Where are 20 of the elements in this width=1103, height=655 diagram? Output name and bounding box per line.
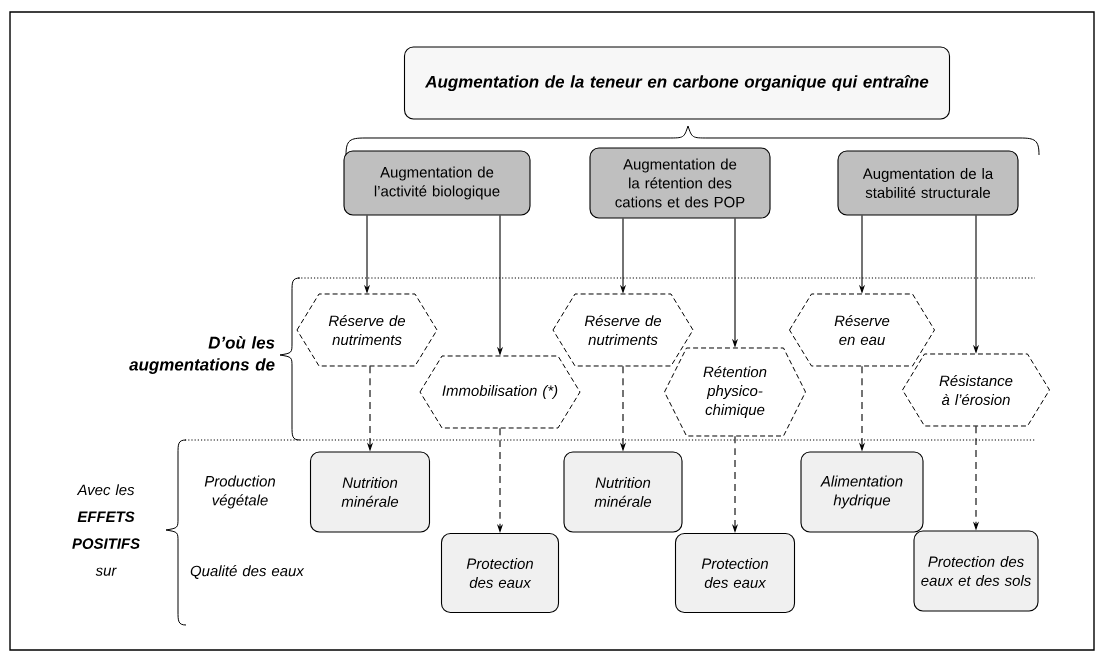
hexagon: Immobilisation (*) (419, 355, 581, 429)
hexagon: Réserve de nutriments (296, 293, 438, 367)
effect-box: Protection des eaux (440, 532, 560, 614)
hexagon: Réserve en eau (789, 293, 935, 367)
heading-box: Augmentation de la teneur en carbone organique qui entraîne (403, 46, 951, 120)
hexagon: Rétention physico-chimique (664, 347, 806, 437)
hexagon: Réserve de nutriments (552, 293, 694, 367)
cause-box: Augmentation de la stabilité structurale (837, 150, 1019, 216)
effect-box: Alimentation hydrique (800, 451, 924, 533)
row-label: Qualité des eaux (190, 565, 305, 579)
cause-box: Augmentation de la rétention des cations et des POP (589, 147, 771, 219)
side-heading: D’où les augmentations de (129, 336, 275, 374)
effect-box: Nutrition minérale (309, 451, 431, 533)
hexagon: Résistance à l’érosion (902, 353, 1050, 427)
effect-box: Protection des eaux et des sols (913, 530, 1039, 612)
cause-box: Augmentation de l’activité biologique (343, 150, 531, 216)
side-heading: Avec les EFFETS POSITIFS sur (72, 484, 140, 576)
effect-box: Protection des eaux (674, 532, 796, 614)
effect-box: Nutrition minérale (563, 451, 683, 533)
row-label: Production végétale (204, 475, 276, 509)
